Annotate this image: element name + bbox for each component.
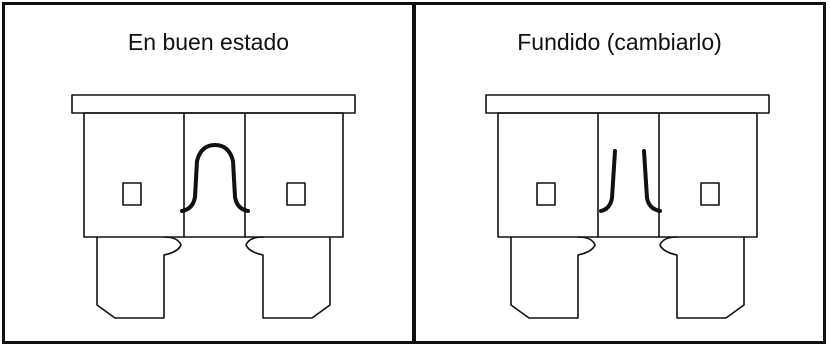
good-fuse-panel: En buen estado: [5, 5, 412, 341]
good-fuse-icon: [71, 94, 356, 319]
good-fuse-left-square: [122, 182, 142, 206]
blown-fuse-title: Fundido (cambiarlo): [517, 29, 722, 55]
blown-fuse-top-cap: [485, 94, 770, 114]
panel-divider: [412, 2, 416, 344]
blown-fuse-left-square: [536, 182, 556, 206]
good-fuse-filament: [180, 143, 250, 213]
good-fuse-top-cap: [71, 94, 356, 114]
good-fuse-left-terminal: [96, 236, 182, 319]
blown-fuse-left-terminal: [510, 236, 596, 319]
good-fuse-right-terminal: [245, 236, 331, 319]
blown-fuse-right-square: [700, 182, 720, 206]
good-fuse-body: [83, 112, 344, 238]
blown-fuse-body: [497, 112, 758, 238]
good-fuse-title: En buen estado: [127, 29, 290, 55]
blown-fuse-right-terminal: [659, 236, 745, 319]
blown-fuse-right-filament: [642, 149, 662, 213]
good-fuse-right-square: [286, 182, 306, 206]
blown-fuse-left-filament: [599, 149, 617, 213]
blown-fuse-panel: Fundido (cambiarlo): [416, 5, 823, 341]
blown-fuse-icon: [485, 94, 770, 319]
